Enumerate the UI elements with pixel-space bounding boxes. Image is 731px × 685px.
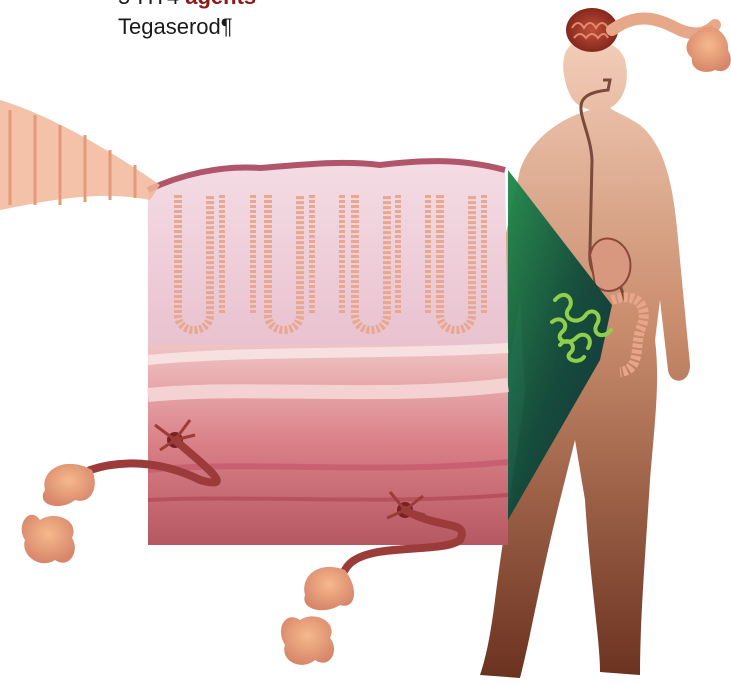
muscle-layers [148,345,508,545]
upper-synapse [612,18,731,71]
mucosa-block [148,161,508,345]
villus-strip [0,100,160,210]
left-synapse [22,464,95,563]
lower-synapse [281,567,354,665]
